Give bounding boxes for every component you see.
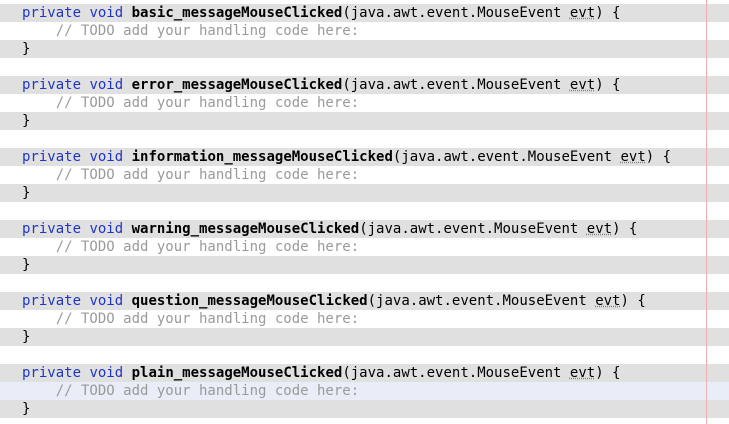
current-line[interactable]: // TODO add your handling code here: [0,382,729,400]
keyword: private [22,149,82,165]
close-brace: } [22,401,31,417]
param-name: evt [569,5,596,21]
code-line[interactable]: } [0,40,729,58]
keyword: void [89,293,124,309]
method-name: error_messageMouseClicked [131,77,343,93]
keyword: private [22,293,82,309]
open-brace: ) { [612,221,638,237]
keyword: private [22,365,82,381]
close-brace: } [22,113,31,129]
method-name: question_messageMouseClicked [131,293,368,309]
method-name: plain_messageMouseClicked [131,365,343,381]
todo-comment: // TODO add your handling code here: [22,311,360,327]
close-brace: } [22,41,31,57]
right-margin-guide [706,0,707,424]
code-line[interactable]: // TODO add your handling code here: [0,22,729,40]
code-line[interactable]: } [0,184,729,202]
method-name: information_messageMouseClicked [131,149,393,165]
code-line[interactable]: } [0,400,729,418]
code-line[interactable]: private void warning_messageMouseClicked… [0,220,729,238]
keyword: void [89,221,124,237]
method-params: (java.awt.event.MouseEvent [392,149,621,165]
todo-comment: // TODO add your handling code here: [22,239,360,255]
keyword: void [89,5,124,21]
open-brace: ) { [595,365,621,381]
method-name: basic_messageMouseClicked [131,5,343,21]
keyword: void [89,149,124,165]
method-params: (java.awt.event.MouseEvent [359,221,587,237]
todo-comment: // TODO add your handling code here: [22,167,360,183]
keyword: void [89,77,124,93]
code-line[interactable]: } [0,112,729,130]
keyword: private [22,221,82,237]
method-params: (java.awt.event.MouseEvent [342,5,570,21]
open-brace: ) { [620,293,646,309]
code-line[interactable]: // TODO add your handling code here: [0,310,729,328]
param-name: evt [595,293,621,309]
todo-comment: // TODO add your handling code here: [22,23,360,39]
close-brace: } [22,257,31,273]
open-brace: ) { [595,5,621,21]
code-line[interactable]: // TODO add your handling code here: [0,166,729,184]
code-line[interactable]: private void basic_messageMouseClicked(j… [0,4,729,22]
keyword: void [89,365,124,381]
keyword: private [22,77,82,93]
method-params: (java.awt.event.MouseEvent [342,77,570,93]
param-name: evt [620,149,646,165]
code-line[interactable]: private void question_messageMouseClicke… [0,292,729,310]
code-line[interactable]: // TODO add your handling code here: [0,238,729,256]
method-name: warning_messageMouseClicked [131,221,360,237]
open-brace: ) { [645,149,672,165]
method-params: (java.awt.event.MouseEvent [342,365,570,381]
code-line[interactable]: } [0,328,729,346]
param-name: evt [569,77,596,93]
close-brace: } [22,185,31,201]
code-line[interactable]: // TODO add your handling code here: [0,94,729,112]
todo-comment: // TODO add your handling code here: [22,383,360,399]
param-name: evt [586,221,613,237]
close-brace: } [22,329,31,345]
code-line[interactable]: private void plain_messageMouseClicked(j… [0,364,729,382]
param-name: evt [569,365,596,381]
code-line[interactable]: } [0,256,729,274]
open-brace: ) { [595,77,621,93]
code-line[interactable]: private void information_messageMouseCli… [0,148,729,166]
keyword: private [22,5,82,21]
todo-comment: // TODO add your handling code here: [22,95,360,111]
code-line[interactable]: private void error_messageMouseClicked(j… [0,76,729,94]
method-params: (java.awt.event.MouseEvent [367,293,596,309]
